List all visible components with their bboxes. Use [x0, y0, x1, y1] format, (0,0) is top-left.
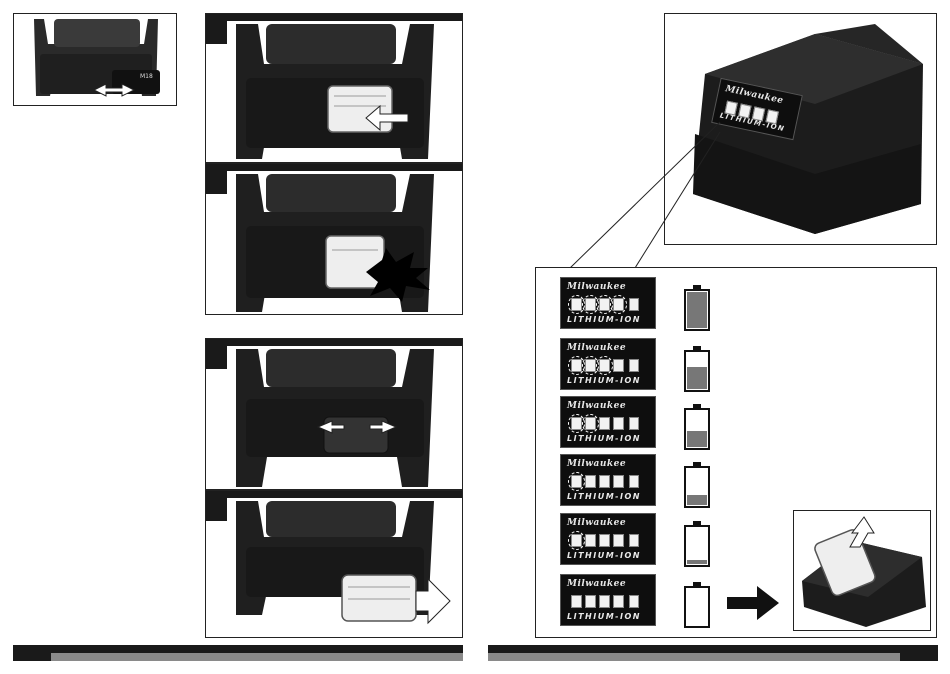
- led-lit: [571, 475, 582, 488]
- charger-inset: [793, 510, 931, 631]
- fuel-gauge-icon: [629, 534, 639, 547]
- battery-fill: [687, 367, 707, 389]
- callout-lines: [530, 120, 730, 270]
- step-4-illustration: [206, 491, 463, 638]
- badge-brand: Milwaukee: [567, 459, 626, 469]
- led-off: [613, 534, 624, 547]
- led-lit: [571, 298, 582, 311]
- led-off: [599, 595, 610, 608]
- badge-chemistry: LITHIUM-ION: [567, 492, 641, 501]
- badge-brand: Milwaukee: [567, 401, 626, 411]
- badge-brand: Milwaukee: [567, 518, 626, 528]
- battery-terminal: [693, 346, 701, 350]
- right-page-footer-bar: [488, 645, 938, 661]
- led-lit: [571, 534, 582, 547]
- badge-chemistry: LITHIUM-ION: [567, 612, 641, 621]
- led-off: [613, 475, 624, 488]
- led-off: [613, 417, 624, 430]
- battery-level-icon: [684, 408, 710, 450]
- led-off: [571, 595, 582, 608]
- battery-fill: [687, 560, 707, 564]
- to-charger-arrow-icon: [727, 584, 781, 622]
- overview-illustration: M18: [14, 14, 177, 106]
- fuel-gauge-icon: [629, 417, 639, 430]
- left-footer-accent: [51, 653, 463, 661]
- left-page-footer-bar: [13, 645, 463, 661]
- battery-level-icon: [684, 289, 710, 331]
- led-lit: [571, 417, 582, 430]
- led-off: [599, 475, 610, 488]
- battery-level-icon: [684, 350, 710, 392]
- fuel-gauge-icon: [629, 359, 639, 372]
- led-lit: [585, 359, 596, 372]
- charger-arrow-icon: [850, 517, 874, 547]
- badge-chemistry: LITHIUM-ION: [567, 376, 641, 385]
- led-off: [613, 359, 624, 372]
- battery-terminal: [693, 462, 701, 466]
- battery-terminal: [693, 285, 701, 289]
- badge-chemistry: LITHIUM-ION: [567, 434, 641, 443]
- badge-chemistry: LITHIUM-ION: [567, 315, 641, 324]
- led-off: [585, 595, 596, 608]
- step-panel-3: [205, 338, 463, 490]
- svg-text:M18: M18: [140, 73, 153, 80]
- fuel-gauge-icon: [629, 595, 639, 608]
- led-lit: [585, 298, 596, 311]
- battery-level-icon: [684, 525, 710, 567]
- battery-terminal: [693, 521, 701, 525]
- battery-terminal: [693, 582, 701, 586]
- led-lit: [599, 359, 610, 372]
- overview-thumbnail: M18: [13, 13, 177, 106]
- charger-illustration: [794, 511, 931, 631]
- led-lit: [571, 359, 582, 372]
- badge-brand: Milwaukee: [567, 579, 626, 589]
- step-panel-2: [205, 163, 463, 315]
- led-off: [599, 417, 610, 430]
- badge-brand: Milwaukee: [567, 282, 626, 292]
- step-1-illustration: [206, 14, 463, 163]
- led-lit: [613, 298, 624, 311]
- led-off: [599, 534, 610, 547]
- battery-fill: [687, 292, 707, 328]
- battery-fill: [687, 431, 707, 447]
- led-off: [585, 534, 596, 547]
- led-off: [613, 595, 624, 608]
- step-panel-1: [205, 13, 463, 163]
- led-lit: [599, 298, 610, 311]
- badge-brand: Milwaukee: [567, 343, 626, 353]
- battery-fill: [687, 495, 707, 505]
- fuel-gauge-icon: [629, 475, 639, 488]
- battery-level-icon: [684, 466, 710, 508]
- step-3-illustration: [206, 339, 463, 490]
- led-lit: [585, 417, 596, 430]
- step-2-illustration: [206, 164, 463, 315]
- battery-terminal: [693, 404, 701, 408]
- fuel-gauge-icon: [629, 298, 639, 311]
- right-footer-accent: [488, 653, 900, 661]
- battery-level-icon: [684, 586, 710, 628]
- step-panel-4: [205, 490, 463, 638]
- led-off: [585, 475, 596, 488]
- badge-chemistry: LITHIUM-ION: [567, 551, 641, 560]
